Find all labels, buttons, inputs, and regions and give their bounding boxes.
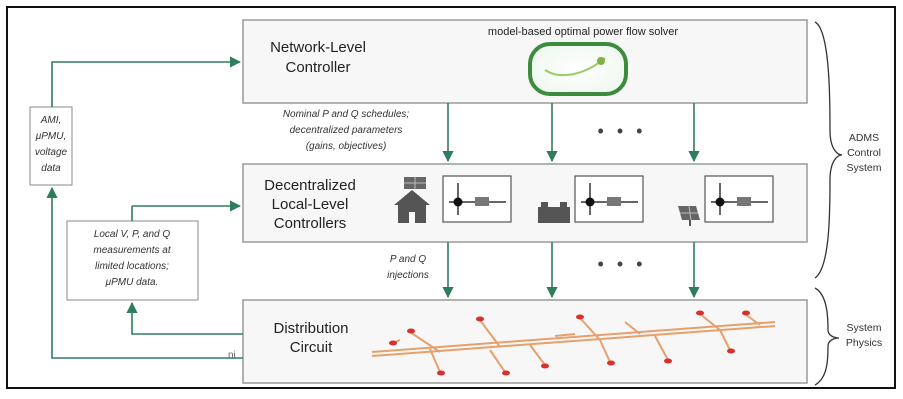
network-controller-box: [242, 19, 808, 104]
adms-label-1: ADMS: [849, 132, 879, 144]
downlink-arrows-top: [442, 103, 700, 163]
physics-brace-icon: [814, 287, 840, 386]
schedules-label-3: (gains, objectives): [306, 141, 387, 152]
storage-icon: [538, 202, 570, 223]
local-controllers-title-2: Local-Level: [272, 196, 349, 213]
ellipsis-bottom: • • •: [598, 254, 647, 274]
distribution-title-2: Circuit: [290, 339, 333, 356]
network-controller-title: Network-Level: [270, 39, 366, 56]
local-meas-line-1: Local V, P, and Q: [94, 229, 171, 240]
solver-loop-icon: [528, 42, 628, 96]
ami-line-3: voltage: [35, 147, 68, 158]
distribution-title-1: Distribution: [273, 320, 348, 337]
local-measurements-box: [66, 220, 199, 301]
local-controller-block-3-icon: [704, 175, 774, 223]
local-controller-block-1-icon: [442, 175, 512, 223]
house-solar-icon: [394, 177, 430, 223]
adms-label-3: System: [846, 162, 881, 174]
schedules-label-1: Nominal P and Q schedules;: [283, 109, 410, 120]
ami-line-2: μPMU,: [35, 131, 66, 142]
ami-line-4: data: [41, 163, 61, 174]
network-controller-title-2: Controller: [285, 59, 350, 76]
schedules-label-2: decentralized parameters: [290, 125, 403, 136]
ami-data-box: [29, 106, 73, 186]
adms-label-2: Control: [847, 147, 881, 159]
local-controllers-title-1: Decentralized: [264, 177, 356, 194]
local-controller-block-2-icon: [574, 175, 644, 223]
injections-label-2: injections: [387, 270, 429, 281]
solver-label: model-based optimal power flow solver: [488, 26, 678, 38]
local-meas-line-3: limited locations;: [95, 261, 169, 272]
downlink-arrows-bottom: [442, 242, 700, 299]
stray-text: ni: [228, 350, 236, 361]
ellipsis-top: • • •: [598, 121, 647, 141]
local-controllers-title-3: Controllers: [274, 215, 347, 232]
injections-label-1: P and Q: [390, 254, 427, 265]
local-meas-line-4: μPMU data.: [105, 277, 159, 288]
distribution-circuit-graph: [371, 313, 776, 373]
ami-feedback-path: [46, 56, 243, 359]
circuit-nodes: [389, 310, 750, 376]
local-meas-line-2: measurements at: [93, 245, 171, 256]
ami-line-1: AMI,: [40, 115, 62, 126]
solver-dot-icon: [597, 57, 605, 65]
physics-label-1: System: [846, 322, 881, 334]
adms-brace-icon: [814, 21, 843, 279]
physics-label-2: Physics: [846, 337, 882, 349]
local-feedback-path: [126, 200, 243, 335]
solar-panel-icon: [678, 205, 700, 226]
